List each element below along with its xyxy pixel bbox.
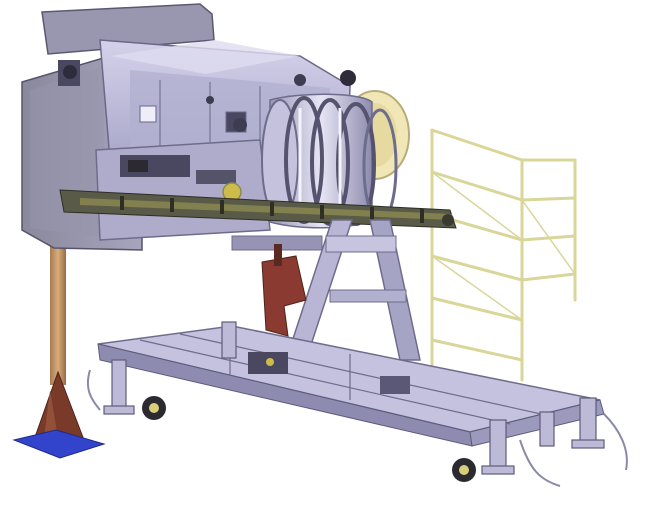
cables (86, 369, 628, 487)
central-stand (231, 219, 421, 361)
scaffold-tower (430, 128, 577, 382)
jack-stands (103, 321, 605, 475)
red-bracket (261, 244, 307, 337)
wheels (142, 396, 476, 482)
horizontal-boom (59, 189, 457, 229)
engine-rings (261, 90, 410, 229)
base-platform (97, 325, 605, 447)
